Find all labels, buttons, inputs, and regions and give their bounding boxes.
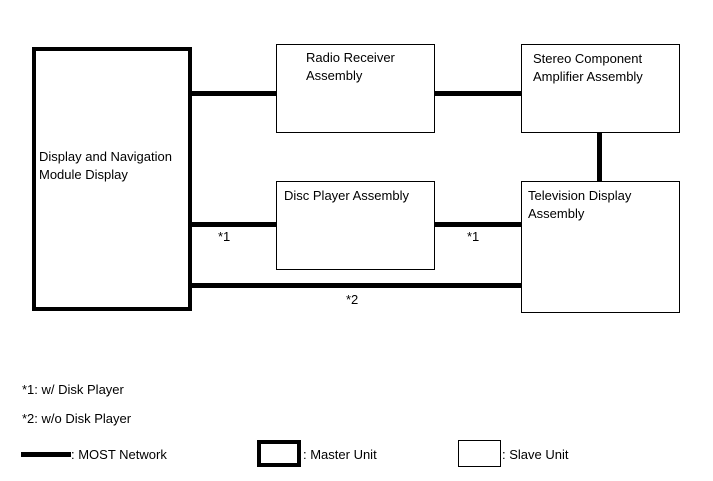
legend-most-network-swatch (21, 452, 71, 457)
television-display-box: Television Display Assembly (521, 181, 680, 313)
most-link-display-tv (190, 283, 522, 288)
disc-player-label: Disc Player Assembly (284, 188, 409, 203)
most-link-stereo-tv (597, 132, 602, 184)
marker-bypass: *2 (346, 292, 359, 307)
television-display-label: Television Display Assembly (528, 188, 632, 221)
footnote-2: *2: w/o Disk Player (22, 411, 132, 426)
most-link-radio-stereo (434, 91, 522, 96)
disc-player-box: Disc Player Assembly (276, 181, 435, 270)
most-link-display-radio (190, 91, 278, 96)
legend-master-unit-label: : Master Unit (303, 447, 377, 462)
display-navigation-module-label: Display and Navigation Module Display (39, 149, 172, 182)
stereo-amplifier-box: Stereo Component Amplifier Assembly (521, 44, 680, 133)
marker-left-disc: *1 (218, 229, 231, 244)
stereo-amplifier-label: Stereo Component Amplifier Assembly (533, 51, 643, 84)
legend-slave-unit-label: : Slave Unit (502, 447, 569, 462)
most-link-disc-tv (434, 222, 522, 227)
marker-right-disc: *1 (467, 229, 480, 244)
legend-master-unit-swatch (257, 440, 301, 467)
legend-most-network-label: : MOST Network (71, 447, 167, 462)
most-link-display-disc (190, 222, 278, 227)
display-navigation-module-box: Display and Navigation Module Display (32, 47, 192, 311)
legend-slave-unit-swatch (458, 440, 501, 467)
radio-receiver-box: Radio Receiver Assembly (276, 44, 435, 133)
radio-receiver-label: Radio Receiver Assembly (306, 50, 395, 83)
footnote-1: *1: w/ Disk Player (22, 382, 124, 397)
